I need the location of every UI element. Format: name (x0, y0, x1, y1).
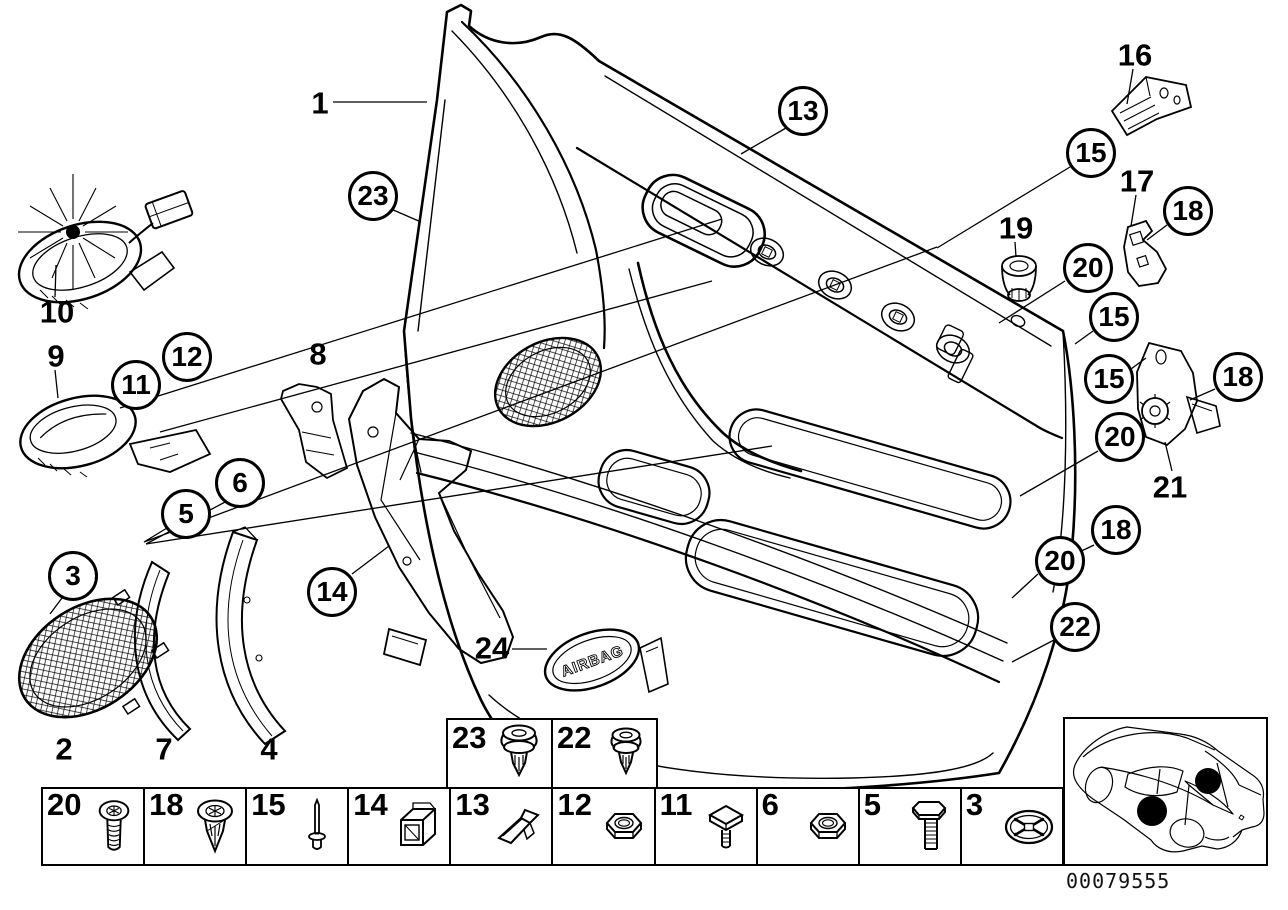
callout-3-circled[interactable]: 3 (48, 551, 98, 601)
support-bracket-part (347, 377, 515, 667)
interior-handle-lamp-part (17, 174, 194, 310)
trim-strip-part-7 (133, 560, 192, 742)
part-cell-number: 14 (353, 787, 388, 822)
car-location-inset (1063, 717, 1268, 866)
part-cell-number: 15 (251, 787, 286, 822)
bracket-part-8 (280, 383, 349, 480)
panel-speaker-grille (493, 336, 603, 428)
callout-19[interactable]: 19 (998, 210, 1034, 246)
callout-4[interactable]: 4 (260, 731, 278, 767)
square-head-bolt-icon (703, 799, 749, 855)
callout-20-circled[interactable]: 20 (1035, 536, 1085, 586)
callout-5-circled[interactable]: 5 (161, 489, 211, 539)
callout-18-circled[interactable]: 18 (1213, 352, 1263, 402)
lamp-ray-burst-icon (18, 174, 128, 290)
callout-20-circled[interactable]: 20 (1063, 243, 1113, 293)
part-cell-number: 13 (455, 787, 490, 822)
clip-nut-icon (392, 798, 442, 856)
part-cell-number: 23 (452, 720, 487, 755)
panel-screw-bosses (749, 237, 1026, 384)
part-cell-number: 6 (761, 787, 779, 822)
callout-11-circled[interactable]: 11 (111, 360, 161, 410)
rear-door-location-dot (1195, 768, 1221, 794)
car-thumbnail-drawing (1072, 726, 1265, 853)
part-cell-15[interactable]: 15 (247, 787, 350, 864)
part-cell-number: 20 (47, 787, 82, 822)
door-panel-drawing (402, 3, 1077, 794)
callout-18-circled[interactable]: 18 (1091, 505, 1141, 555)
part-cell-11[interactable]: 11 (656, 787, 758, 864)
bracket-part-21 (1136, 341, 1221, 447)
callout-9[interactable]: 9 (47, 338, 65, 374)
callout-16[interactable]: 16 (1117, 37, 1153, 73)
part-cell-6[interactable]: 6 (758, 787, 860, 864)
speaker-grille-part (17, 588, 170, 719)
part-cell-number: 5 (863, 787, 881, 822)
callout-24[interactable]: 24 (474, 630, 510, 666)
trim-strip-part-4 (215, 526, 287, 746)
part-cell-18[interactable]: 18 (145, 787, 248, 864)
part-cell-13[interactable]: 13 (451, 787, 554, 864)
handle-surround-trim-part (19, 394, 212, 478)
flat-clip-icon (494, 798, 544, 856)
callout-15-circled[interactable]: 15 (1089, 292, 1139, 342)
callout-10[interactable]: 10 (39, 294, 75, 330)
part-cell-3[interactable]: 3 (962, 787, 1062, 864)
callout-23-circled[interactable]: 23 (348, 171, 398, 221)
push-rivet-large-icon (494, 723, 544, 785)
part-cell-number: 22 (557, 720, 592, 755)
callout-13-circled[interactable]: 13 (778, 86, 828, 136)
push-rivet-small-icon (603, 725, 649, 783)
hex-nut-icon (805, 801, 851, 853)
pin-rivet-icon (294, 797, 340, 856)
part-cell-23[interactable]: 23 (448, 720, 553, 788)
part-cell-20[interactable]: 20 (43, 787, 146, 864)
callout-20-circled[interactable]: 20 (1095, 412, 1145, 462)
part-cell-22[interactable]: 22 (553, 720, 656, 788)
part-cell-number: 11 (659, 787, 693, 822)
callout-18-circled[interactable]: 18 (1163, 186, 1213, 236)
bracket-part-17 (1123, 219, 1168, 287)
part-cell-number: 3 (965, 787, 984, 822)
callout-6-circled[interactable]: 6 (215, 458, 265, 508)
callout-21[interactable]: 21 (1152, 469, 1188, 505)
callout-22-circled[interactable]: 22 (1050, 602, 1100, 652)
part-cell-number: 12 (557, 787, 592, 822)
torx-screw-icon (92, 798, 136, 856)
expansion-rivet-icon (192, 798, 238, 856)
leader-lines (49, 68, 1216, 663)
bracket-part-16 (1110, 76, 1193, 137)
part-cell-12[interactable]: 12 (553, 787, 656, 864)
part-cell-number: 18 (149, 787, 184, 822)
callout-8[interactable]: 8 (309, 336, 327, 372)
panel-handle-recess (641, 173, 766, 268)
part-cell-14[interactable]: 14 (349, 787, 452, 864)
part-cell-5[interactable]: 5 (860, 787, 962, 864)
callout-15-circled[interactable]: 15 (1084, 354, 1134, 404)
oval-retainer-icon (1003, 802, 1055, 852)
callout-14-circled[interactable]: 14 (307, 567, 357, 617)
callout-12-circled[interactable]: 12 (162, 332, 212, 382)
callout-7[interactable]: 7 (155, 731, 173, 767)
front-door-location-dot (1137, 796, 1167, 826)
callout-15-circled[interactable]: 15 (1066, 128, 1116, 178)
fastener-table: 20 18 15 14 13 12 11 6 5 3 (41, 787, 1064, 866)
panel-storage-pockets (597, 408, 1012, 657)
callout-2[interactable]: 2 (55, 731, 73, 767)
grommet-part-19 (1001, 255, 1037, 302)
diagram-number: 00079555 (1066, 869, 1171, 893)
clip-table: 23 22 (446, 718, 658, 788)
callout-17[interactable]: 17 (1119, 163, 1155, 199)
hex-nut-icon (601, 801, 647, 853)
hex-bolt-icon (909, 798, 953, 856)
callout-1[interactable]: 1 (311, 85, 329, 121)
